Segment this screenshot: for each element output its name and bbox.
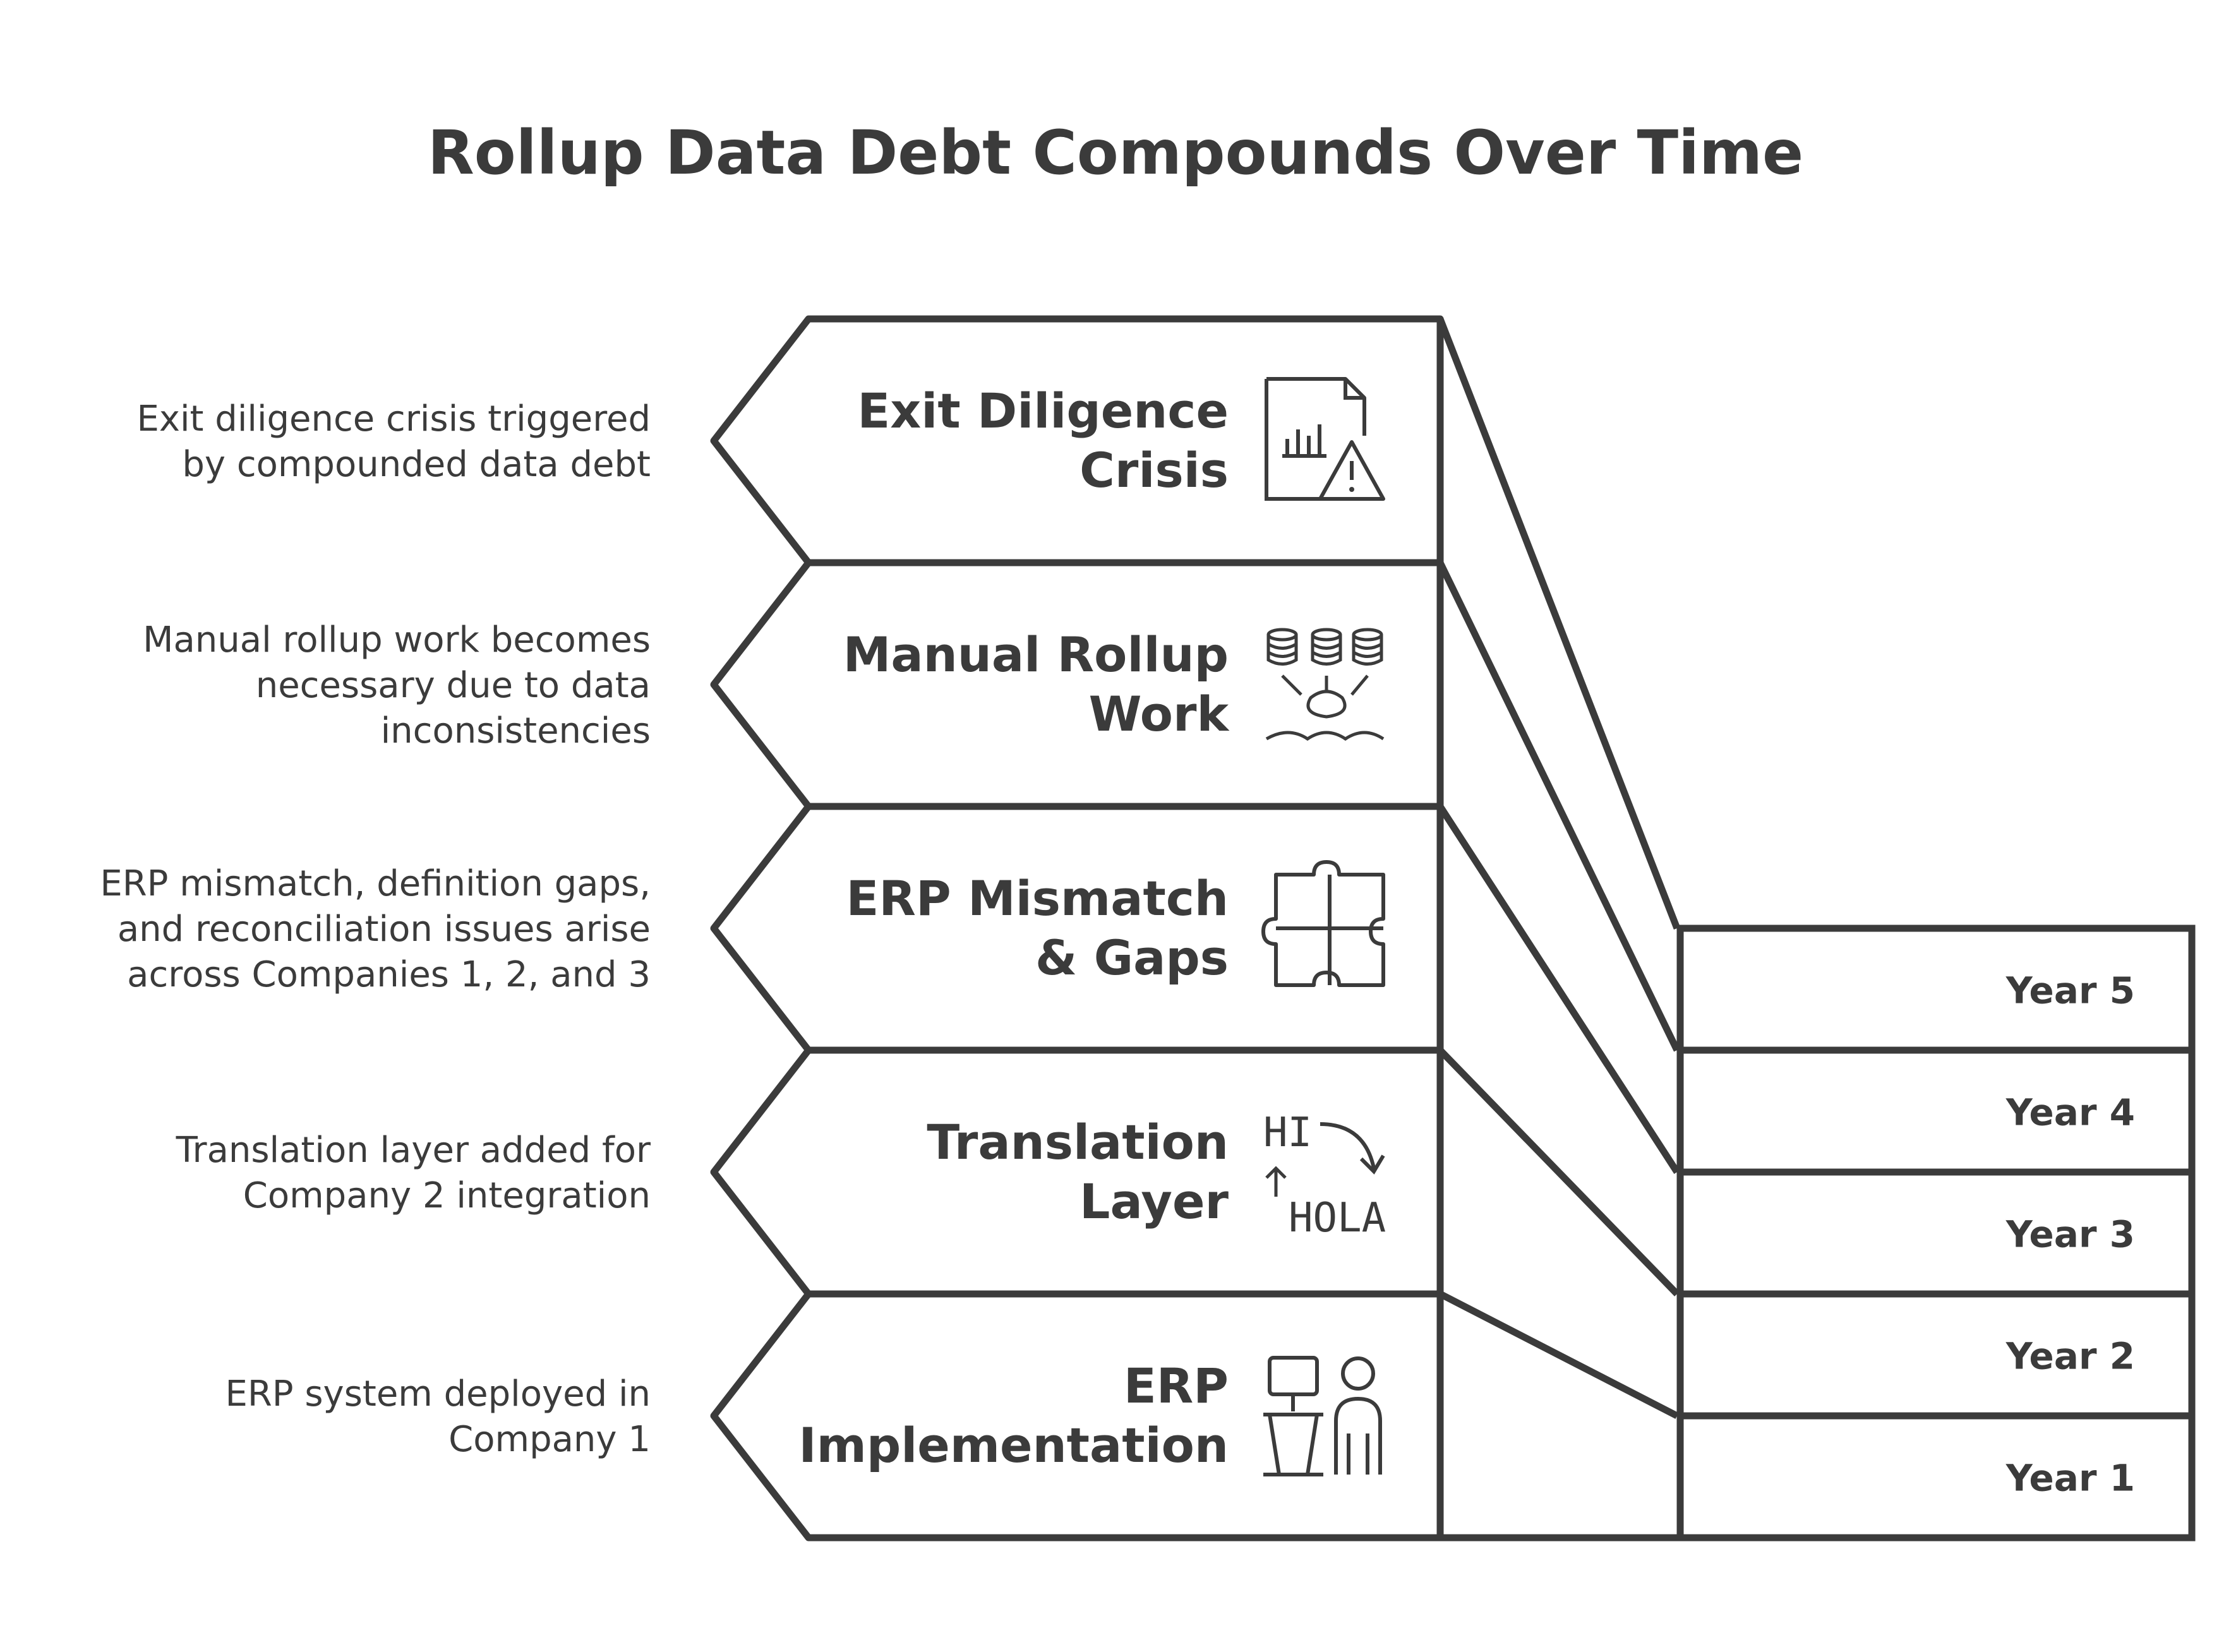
stage-arrow-shape: [710, 559, 1444, 810]
databases-merge-icon: [1265, 628, 1385, 741]
stage-label: Translation: [927, 1114, 1229, 1170]
stage-label: Manual Rollup: [843, 626, 1229, 683]
year-boxes: Year 5 Year 4 Year 3 Year 2 Year 1: [1676, 925, 2196, 1541]
puzzle-icon: [1261, 860, 1385, 987]
connector-line: [1436, 318, 1681, 930]
stage-label: Layer: [1079, 1173, 1229, 1230]
connector-line: [1438, 1048, 1680, 1296]
year-label: Year 4: [2005, 1091, 2135, 1134]
year-box: [1676, 1412, 2196, 1541]
year-list: Year 5 Year 4 Year 3 Year 2 Year 1: [1676, 925, 2196, 1541]
year-box: [1676, 1290, 2196, 1420]
stage-description: necessary due to data: [256, 665, 651, 706]
stage-arrow-shape: [710, 315, 1444, 566]
stage-label: ERP: [1124, 1358, 1229, 1414]
stage-description: ERP mismatch, definition gaps,: [100, 863, 651, 904]
stage-description: Manual rollup work becomes: [143, 620, 651, 661]
stage-arrow-shape: [710, 1290, 1444, 1541]
connectors: [1436, 318, 1681, 1541]
year-row: Year 2: [1676, 1290, 2196, 1420]
translate-icon-text-hola: HOLA: [1289, 1195, 1386, 1242]
stage-label: & Gaps: [1035, 930, 1229, 986]
stage-description: Company 1: [448, 1419, 651, 1460]
stage-label: Crisis: [1079, 442, 1229, 498]
year-row: Year 5: [1676, 925, 2196, 1054]
year-label: Year 1: [2005, 1457, 2135, 1500]
stage-label: ERP Mismatch: [846, 870, 1229, 926]
diagram-title: Rollup Data Debt Compounds Over Time: [428, 117, 1803, 188]
stage-label: Exit Diligence: [857, 383, 1229, 439]
document-chart-warning-icon: [1265, 377, 1385, 501]
year-box: [1676, 925, 2196, 1054]
stage-description: across Companies 1, 2, and 3: [127, 954, 651, 995]
connector-line: [1438, 1291, 1679, 1419]
translate-icon: HI HOLA: [1263, 1110, 1386, 1242]
stage-row: ERP Mismatch& Gaps ERP mismatch, definiti…: [100, 803, 1444, 1054]
stage-description: Exit diligence crisis triggered: [136, 398, 651, 440]
stage-arrow-shape: [710, 1046, 1444, 1298]
connector-line: [1437, 805, 1680, 1174]
year-box: [1676, 1168, 2196, 1298]
year-label: Year 2: [2005, 1335, 2135, 1378]
year-label: Year 5: [2005, 969, 2135, 1012]
year-label: Year 3: [2005, 1213, 2135, 1256]
year-row: Year 4: [1676, 1046, 2196, 1176]
year-row: Year 1: [1676, 1412, 2196, 1541]
translate-icon-text-hi: HI: [1263, 1110, 1312, 1156]
stage-description: Company 2 integration: [243, 1175, 651, 1216]
year-row: Year 3: [1676, 1168, 2196, 1298]
stage-label: Work: [1089, 686, 1230, 742]
stage-description: by compounded data debt: [182, 444, 651, 485]
stage-description: Translation layer added for: [176, 1130, 651, 1171]
connector-line: [1437, 561, 1680, 1052]
stage-label: Implementation: [798, 1417, 1229, 1473]
stage-description: ERP system deployed in: [226, 1374, 651, 1415]
stage-description: and reconciliation issues arise: [117, 909, 651, 950]
stage-description: inconsistencies: [381, 710, 651, 751]
computer-user-icon: [1263, 1356, 1382, 1476]
